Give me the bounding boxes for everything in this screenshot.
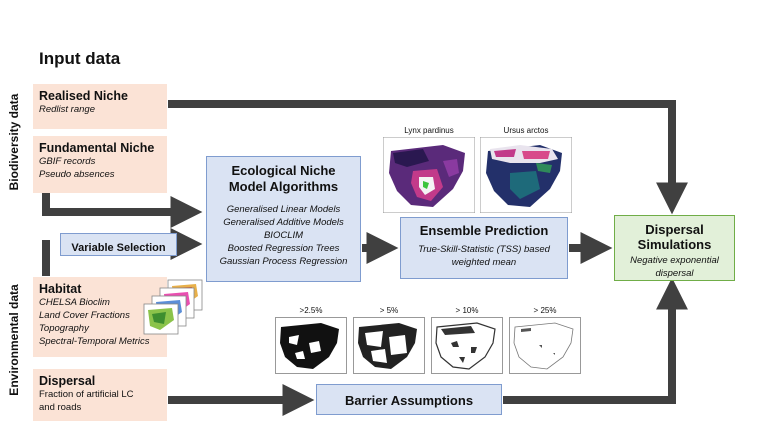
ensemble-title: Ensemble Prediction xyxy=(419,223,549,238)
fundamental-niche-title: Fundamental Niche xyxy=(39,141,155,155)
habitat-item: Topography xyxy=(39,323,89,334)
threshold-map-2-5 xyxy=(275,317,347,374)
barrier-title: Barrier Assumptions xyxy=(344,393,474,408)
threshold-label: > 10% xyxy=(455,306,479,315)
page-title: Input data xyxy=(39,49,121,68)
habitat-item: Land Cover Fractions xyxy=(39,310,130,321)
enm-algorithm: BIOCLIM xyxy=(263,230,304,241)
ensemble-description: weighted mean xyxy=(451,257,517,268)
side-label-environmental: Environmental data xyxy=(7,284,21,396)
fundamental-niche-box: Fundamental Niche GBIF records Pseudo ab… xyxy=(33,136,167,193)
dispersal-sim-description: dispersal xyxy=(655,268,694,279)
dispersal-input-title: Dispersal xyxy=(39,374,96,388)
enm-box: Ecological Niche Model Algorithms Genera… xyxy=(206,156,361,282)
arrow-habitat-to-varsel xyxy=(42,240,50,276)
species-label-ursus: Ursus arctos xyxy=(503,126,549,135)
dispersal-input-text: and roads xyxy=(39,402,82,413)
habitat-title: Habitat xyxy=(39,282,82,296)
enm-algorithm: Generalised Additive Models xyxy=(223,217,344,228)
variable-selection-box: Variable Selection xyxy=(60,233,177,256)
variable-selection-label: Variable Selection xyxy=(71,242,166,254)
lynx-suitability-map xyxy=(383,137,475,213)
threshold-label: >2.5% xyxy=(299,306,323,315)
ursus-suitability-map xyxy=(480,137,572,213)
fundamental-niche-item: GBIF records xyxy=(39,156,96,167)
ensemble-description: True-Skill-Statistic (TSS) based xyxy=(418,244,550,255)
arrow-barrier-to-dispersal xyxy=(503,277,688,404)
dispersal-sim-description: Negative exponential xyxy=(630,255,719,266)
realised-niche-title: Realised Niche xyxy=(39,89,128,103)
arrow-fundamental-to-enm xyxy=(42,193,203,228)
threshold-map-5 xyxy=(353,317,425,374)
habitat-layer-stack xyxy=(143,279,203,335)
enm-algorithm: Gaussian Process Regression xyxy=(219,256,348,267)
threshold-map-10 xyxy=(431,317,503,374)
dispersal-sim-title: Dispersal xyxy=(645,222,704,237)
enm-title: Model Algorithms xyxy=(228,179,339,194)
dispersal-input-text: Fraction of artificial LC xyxy=(39,389,134,400)
dispersal-input-box: Dispersal Fraction of artificial LC and … xyxy=(33,369,167,421)
dispersal-simulations-box: Dispersal Simulations Negative exponenti… xyxy=(614,215,735,281)
habitat-item: CHELSA Bioclim xyxy=(39,297,110,308)
enm-algorithm: Boosted Regression Trees xyxy=(227,243,340,254)
threshold-label: > 25% xyxy=(533,306,557,315)
fundamental-niche-item: Pseudo absences xyxy=(39,169,115,180)
enm-title: Ecological Niche xyxy=(231,163,336,178)
habitat-box: Habitat CHELSA Bioclim Land Cover Fracti… xyxy=(33,277,167,357)
arrow-realised-to-dispersal xyxy=(168,100,688,215)
ensemble-prediction-box: Ensemble Prediction True-Skill-Statistic… xyxy=(400,217,568,279)
threshold-map-25 xyxy=(509,317,581,374)
species-label-lynx: Lynx pardinus xyxy=(404,126,454,135)
side-label-biodiversity: Biodiversity data xyxy=(7,93,21,191)
enm-algorithm: Generalised Linear Models xyxy=(226,204,341,215)
dispersal-sim-title: Simulations xyxy=(637,237,712,252)
threshold-label: > 5% xyxy=(379,306,399,315)
habitat-item: Spectral-Temporal Metrics xyxy=(39,336,150,347)
realised-niche-item: Redlist range xyxy=(39,104,95,115)
barrier-assumptions-box: Barrier Assumptions xyxy=(316,384,502,415)
realised-niche-box: Realised Niche Redlist range xyxy=(33,84,167,129)
